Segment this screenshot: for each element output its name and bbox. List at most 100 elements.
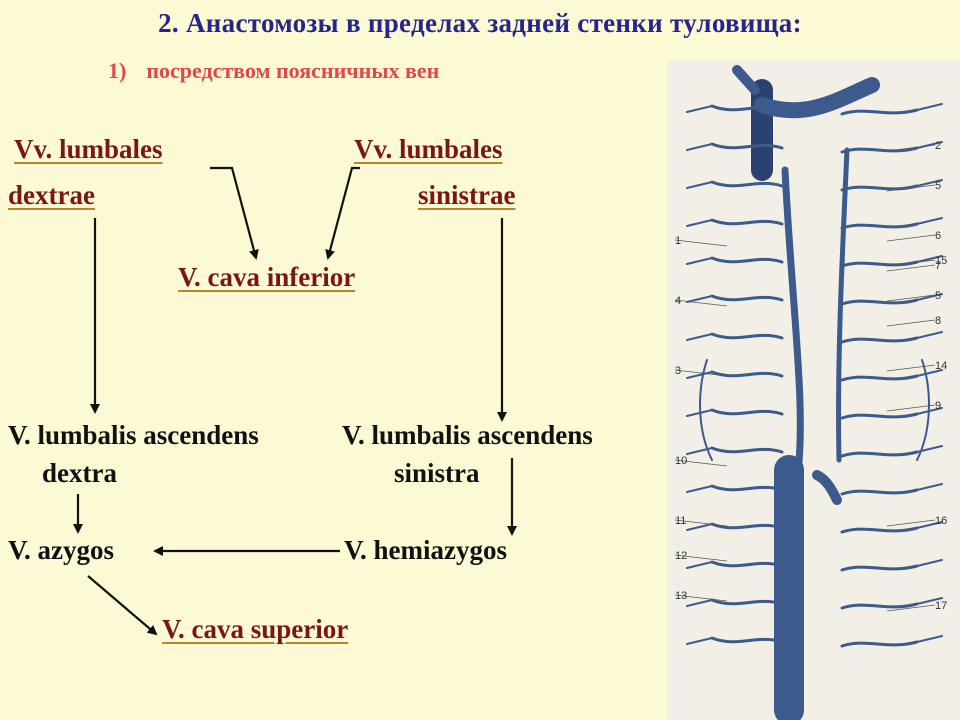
ascending-lumbar-left — [699, 359, 713, 461]
intercostal-branch-left — [686, 637, 713, 645]
node-azygos: V. azygos — [8, 535, 115, 565]
anatomy-label: 14 — [935, 360, 947, 372]
intercostal-branch-right — [840, 602, 919, 610]
intercostal-branch-left — [710, 446, 784, 454]
intercostal-branch-left — [710, 370, 784, 378]
node-ascendens-sinistra-line2: sinistra — [394, 458, 480, 488]
anatomy-label: 5 — [935, 180, 941, 192]
intercostal-branch-right — [840, 450, 919, 458]
intercostal-branch-right — [840, 374, 919, 382]
leader-line — [886, 519, 936, 527]
intercostal-branch-left — [710, 484, 784, 492]
intercostal-branch-left — [710, 180, 784, 188]
anatomy-label: 8 — [935, 315, 941, 327]
leader-line — [674, 519, 728, 527]
leader-line — [886, 259, 936, 267]
anatomy-label: 4 — [675, 295, 681, 307]
intercostal-branch-left — [710, 598, 784, 606]
leader-line — [674, 369, 728, 377]
arrow-azygos-to-cava-superior — [87, 575, 158, 636]
anatomy-label: 5 — [935, 290, 941, 302]
arrow-sinistrae-to-cava-inferior — [325, 166, 360, 260]
intercostal-branch-left — [710, 522, 784, 530]
intercostal-branch-right — [840, 298, 919, 306]
intercostal-branch-left — [710, 256, 784, 264]
anatomy-label: 16 — [935, 515, 947, 527]
azygos-vein — [781, 166, 804, 484]
intercostal-branch-left — [710, 142, 784, 150]
intercostal-branch-left — [686, 257, 713, 265]
anatomy-label: 2 — [935, 140, 941, 152]
intercostal-branch-left — [686, 105, 713, 113]
subtitle: 1)посредством поясничных вен — [108, 58, 439, 84]
intercostal-branch-right — [840, 412, 919, 420]
anatomy-label: 3 — [675, 365, 681, 377]
anatomy-label: 13 — [675, 590, 687, 602]
node-cava-inferior: V. cava inferior — [178, 262, 356, 292]
intercostal-branch-right — [916, 103, 943, 111]
intercostal-branch-left — [686, 599, 713, 607]
leader-line — [674, 239, 728, 247]
intercostal-branch-right — [840, 146, 919, 154]
jugular-branch — [732, 65, 760, 95]
intercostal-branch-right — [840, 640, 919, 648]
subtitle-number: 1) — [108, 58, 127, 83]
intercostal-branch-right — [840, 222, 919, 230]
leader-line — [886, 264, 936, 272]
intercostal-branch-right — [916, 331, 943, 339]
intercostal-branch-left — [686, 143, 713, 151]
intercostal-branch-left — [710, 636, 784, 644]
node-cava-superior: V. cava superior — [162, 614, 349, 644]
hemiazygos-vein — [836, 147, 850, 463]
intercostal-branch-left — [710, 104, 784, 112]
intercostal-branch-left — [686, 333, 713, 341]
intercostal-branch-right — [916, 635, 943, 643]
intercostal-branch-right — [916, 483, 943, 491]
anatomy-label: 1 — [675, 235, 681, 247]
leader-line — [886, 319, 936, 327]
intercostal-branch-left — [710, 294, 784, 302]
node-lumbales-dextrae-line1: Vv. lumbales — [14, 134, 163, 164]
intercostal-branch-left — [686, 485, 713, 493]
anatomy-label: 11 — [675, 515, 686, 527]
anatomy-label: 7 — [935, 260, 941, 272]
intercostal-branch-left — [686, 523, 713, 531]
arrow-dextrae-to-cava-inferior — [210, 166, 259, 260]
intercostal-branch-left — [710, 408, 784, 416]
leader-line — [674, 554, 728, 562]
intercostal-branch-right — [916, 179, 943, 187]
ascending-lumbar-right — [916, 359, 930, 461]
intercostal-branch-right — [916, 217, 943, 225]
leader-line — [674, 299, 728, 307]
intercostal-branch-right — [840, 564, 919, 572]
intercostal-branch-right — [916, 521, 943, 529]
intercostal-branch-right — [916, 255, 943, 263]
intercostal-branch-left — [710, 332, 784, 340]
anatomy-label: 9 — [935, 400, 941, 412]
intercostal-branch-right — [840, 184, 919, 192]
leader-line — [886, 364, 936, 372]
brachiocephalic-vein — [754, 77, 880, 119]
intercostal-branch-left — [686, 371, 713, 379]
leader-line — [886, 234, 936, 242]
anatomy-label: 12 — [675, 550, 687, 562]
anatomy-label: 6 — [935, 230, 941, 242]
anatomy-label: 10 — [675, 455, 687, 467]
intercostal-branch-left — [686, 181, 713, 189]
intercostal-branch-right — [916, 597, 943, 605]
intercostal-branch-right — [840, 336, 919, 344]
leader-line — [886, 144, 936, 152]
intercostal-branch-left — [686, 295, 713, 303]
node-ascendens-dextra-line2: dextra — [42, 458, 117, 488]
node-ascendens-sinistra-line1: V. lumbalis ascendens — [342, 420, 593, 450]
leader-line — [886, 604, 936, 612]
leader-line — [886, 294, 936, 302]
leader-line — [674, 459, 728, 467]
node-lumbales-sinistrae-line2: sinistrae — [418, 180, 516, 210]
anatomy-label: 17 — [935, 600, 947, 612]
leader-line — [674, 594, 728, 602]
flow-arrows — [73, 166, 517, 636]
intercostal-branch-right — [840, 488, 919, 496]
node-lumbales-sinistrae-line1: Vv. lumbales — [354, 134, 503, 164]
